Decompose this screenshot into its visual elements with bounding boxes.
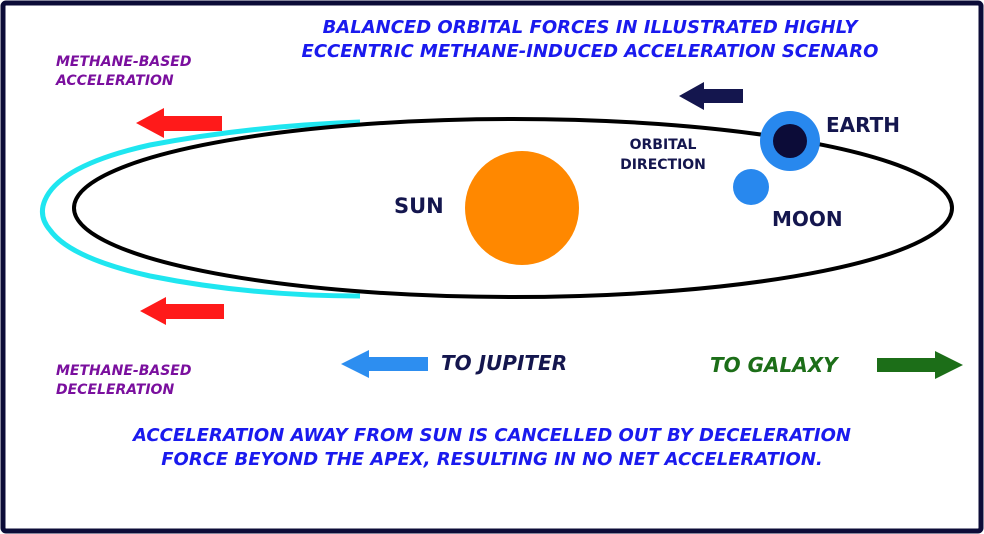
left-arrow-icon — [702, 89, 743, 103]
title-line-2: ECCENTRIC METHANE-INDUCED ACCELERATION S… — [301, 41, 879, 62]
galaxy-direction-arrow — [877, 351, 963, 379]
methane-acceleration-line-2: ACCELERATION — [56, 73, 174, 89]
title-line-1: BALANCED ORBITAL FORCES IN ILLUSTRATED H… — [322, 17, 858, 38]
moon-label: MOON — [772, 207, 843, 231]
sun-icon — [465, 151, 579, 265]
to-jupiter-label: TO JUPITER — [441, 351, 568, 375]
methane-acceleration-label: METHANE-BASED ACCELERATION — [56, 53, 191, 91]
diagram-title: BALANCED ORBITAL FORCES IN ILLUSTRATED H… — [200, 16, 980, 64]
earth-label: EARTH — [826, 113, 901, 137]
right-arrow-icon — [877, 358, 939, 372]
orbital-direction-label: ORBITAL DIRECTION — [608, 135, 718, 175]
left-arrow-head — [136, 108, 164, 138]
earth-orbit — [72, 117, 954, 299]
methane-deceleration-line-1: METHANE-BASED — [56, 363, 192, 379]
earth-icon — [773, 124, 807, 158]
left-arrow-head — [341, 350, 369, 378]
sun-label: SUN — [394, 194, 444, 218]
conclusion-text: ACCELERATION AWAY FROM SUN IS CANCELLED … — [20, 424, 964, 472]
conclusion-line-2: FORCE BEYOND THE APEX, RESULTING IN NO N… — [161, 449, 823, 470]
methane-deceleration-label: METHANE-BASED DECELERATION — [56, 362, 191, 400]
methane-deceleration-arrow — [140, 297, 224, 325]
left-arrow-icon — [160, 116, 222, 131]
orbital-direction-line-2: DIRECTION — [620, 157, 706, 173]
jupiter-direction-arrow — [341, 350, 428, 378]
to-galaxy-label: TO GALAXY — [710, 353, 838, 377]
left-arrow-icon — [366, 357, 428, 371]
right-arrow-head — [935, 351, 963, 379]
left-arrow-head — [679, 82, 704, 110]
left-arrow-icon — [162, 304, 224, 319]
eccentric-orbit-arc — [39, 119, 361, 299]
moon-icon — [733, 169, 769, 205]
left-arrow-head — [140, 297, 166, 325]
conclusion-line-1: ACCELERATION AWAY FROM SUN IS CANCELLED … — [133, 425, 851, 446]
orbital-direction-line-1: ORBITAL — [629, 137, 697, 153]
methane-acceleration-line-1: METHANE-BASED — [56, 54, 192, 70]
methane-deceleration-line-2: DECELERATION — [56, 382, 175, 398]
orbital-direction-arrow — [679, 82, 743, 110]
methane-acceleration-arrow — [136, 108, 222, 138]
